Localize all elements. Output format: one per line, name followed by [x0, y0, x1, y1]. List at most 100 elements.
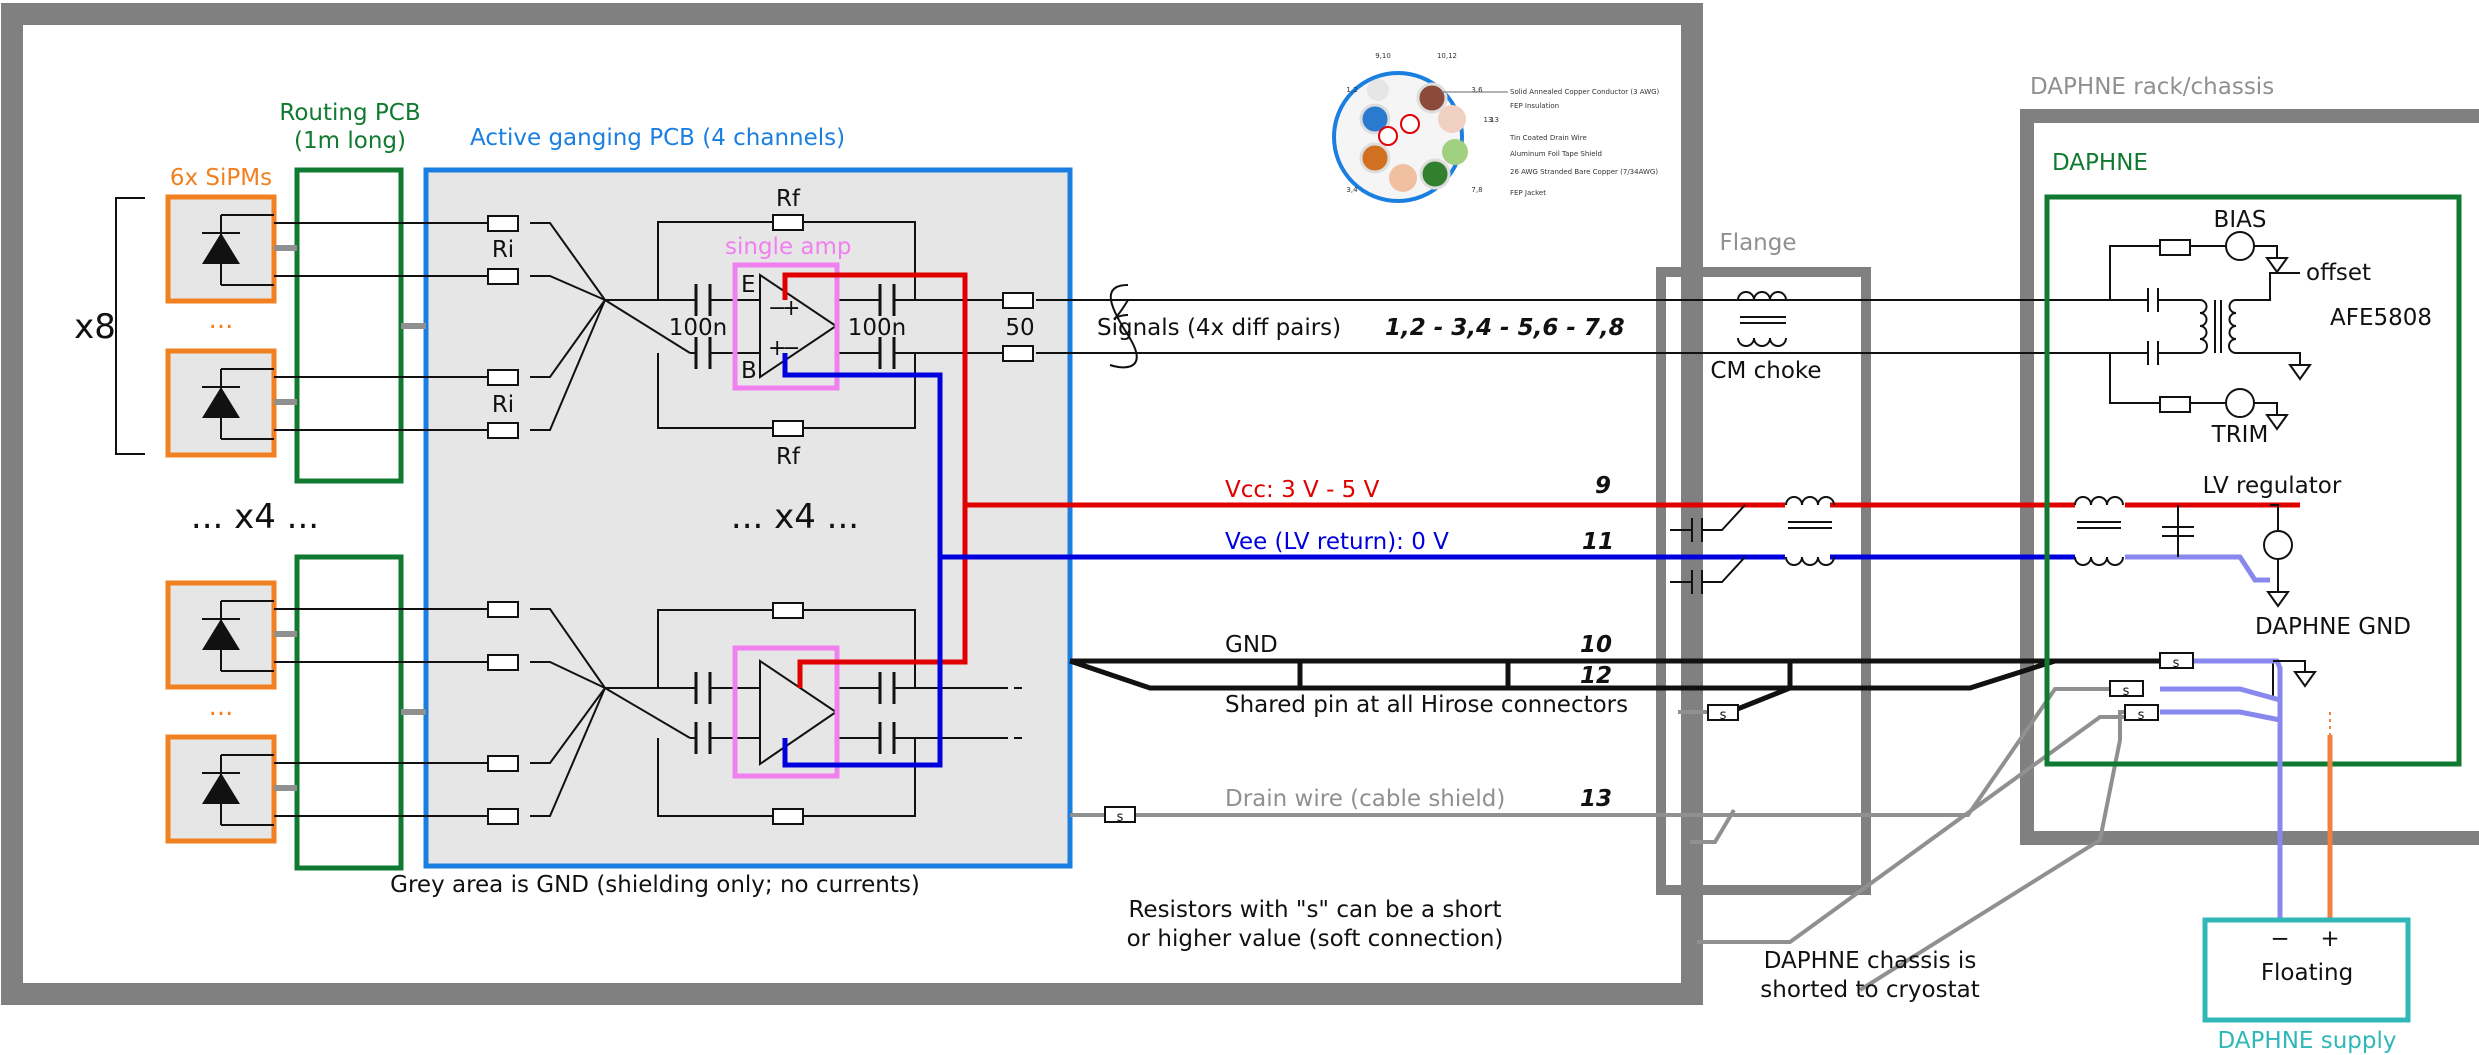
trim-label: TRIM — [2211, 422, 2269, 448]
sipm-group-top — [165, 167, 404, 484]
resistor-note-2: or higher value (soft connection) — [1127, 926, 1504, 952]
bottom-channel-resistors — [487, 601, 804, 825]
x8-bracket — [115, 197, 145, 455]
gnd-label: GND — [1225, 632, 1278, 658]
vee-rail — [782, 353, 2075, 768]
s-label: s — [1117, 810, 1124, 825]
amp-plus-2: + — [768, 336, 786, 361]
svg-text:13: 13 — [1490, 116, 1499, 124]
ri-bottom: Ri — [492, 392, 514, 418]
daphne-label: DAPHNE — [2052, 150, 2148, 176]
svg-text:FEP Insulation: FEP Insulation — [1510, 102, 1559, 110]
svg-text:3,4: 3,4 — [1346, 186, 1358, 194]
cm-choke-power — [1785, 496, 1835, 566]
vcc-pin: 9 — [1595, 473, 1611, 499]
cable-pin-labels: 9,10 10,12 1,2 3,6 13 3,4 7,8 — [1346, 52, 1492, 194]
top-channel-caps — [694, 284, 896, 369]
sipms-label: 6x SiPMs — [170, 165, 272, 191]
svg-text:1,2: 1,2 — [1346, 86, 1357, 94]
svg-text:3,6: 3,6 — [1471, 86, 1483, 94]
svg-text:Solid Annealed Copper Conducto: Solid Annealed Copper Conductor (3 AWG) — [1510, 88, 1660, 96]
ri-top: Ri — [492, 237, 514, 263]
grey-area-note: Grey area is GND (shielding only; no cur… — [390, 872, 920, 898]
daphne-gnd-fan — [2160, 658, 2283, 920]
lv-regulator-label: LV regulator — [2203, 473, 2342, 499]
lv-choke — [2074, 496, 2293, 608]
active-pcb-label: Active ganging PCB (4 channels) — [470, 125, 845, 151]
supply-lines — [2277, 700, 2333, 920]
s-label: s — [2123, 684, 2130, 699]
offset-label: offset — [2306, 260, 2371, 286]
cap-100n-in: 100n — [669, 315, 727, 341]
supply-minus: − — [2270, 926, 2289, 952]
svg-text:7,8: 7,8 — [1471, 186, 1482, 194]
bottom-channel-wiring — [274, 608, 1000, 817]
signal-pins: 1,2 - 3,4 - 5,6 - 7,8 — [1385, 315, 1625, 341]
rf-top: Rf — [776, 186, 801, 212]
bottom-channel-caps — [694, 672, 896, 754]
amp-minus: − — [768, 296, 786, 321]
daphne-supply-label: DAPHNE supply — [2217, 1028, 2396, 1054]
vcc-label: Vcc: 3 V - 5 V — [1225, 477, 1380, 503]
svg-text:10,12: 10,12 — [1437, 52, 1457, 60]
diode-icon — [202, 754, 274, 826]
svg-text:13: 13 — [1484, 116, 1493, 124]
rack-label: DAPHNE rack/chassis — [2030, 74, 2274, 100]
routing-pcb-len: (1m long) — [294, 128, 406, 154]
floating-label: Floating — [2261, 960, 2353, 986]
s-label: s — [2173, 656, 2180, 671]
flange-label: Flange — [1719, 230, 1796, 256]
res-50: 50 — [1005, 315, 1034, 341]
amp-e-label: E — [741, 272, 756, 298]
single-amp-box — [732, 262, 840, 391]
chassis-note-2: shorted to cryostat — [1760, 977, 1979, 1003]
dots-top: ... — [209, 305, 234, 335]
daphne-gnd-ground — [2273, 660, 2306, 672]
afe-label: AFE5808 — [2330, 305, 2432, 331]
cable-cross-section-icon — [1332, 71, 1468, 203]
single-amp-label: single amp — [725, 234, 852, 260]
routing-pcb-label: Routing PCB — [279, 100, 420, 126]
bottom-channel-dashes — [1000, 687, 1022, 739]
diode-icon — [202, 600, 274, 672]
routing-pcb-bottom — [294, 554, 404, 871]
top-channel-wiring — [274, 221, 1110, 431]
gnd-pin: 10 — [1580, 632, 1612, 658]
supply-plus: + — [2320, 926, 2339, 952]
drain-wire — [1070, 687, 2125, 992]
sipm-group-bottom — [165, 554, 404, 871]
svg-text:26 AWG Stranded Bare Copper (7: 26 AWG Stranded Bare Copper (7/34AWG) — [1510, 168, 1658, 176]
ground-icon — [2293, 671, 2317, 688]
daphne-frontend — [2109, 231, 2312, 431]
flange-caps — [1670, 504, 1746, 594]
bias-label: BIAS — [2214, 207, 2267, 233]
top-channel-resistors — [487, 214, 1034, 439]
gnd-pin-2: 12 — [1580, 663, 1612, 689]
drain-pin: 13 — [1580, 786, 1612, 812]
chassis-note-1: DAPHNE chassis is — [1764, 948, 1977, 974]
svg-text:Aluminum Foil Tape Shield: Aluminum Foil Tape Shield — [1510, 150, 1602, 158]
amplifier-top — [759, 273, 838, 379]
amp-b-label: B — [741, 358, 757, 384]
cm-choke-signal — [1737, 291, 1787, 347]
amp-plus: + — [782, 296, 800, 321]
diode-icon — [202, 214, 274, 286]
shared-pin-label: Shared pin at all Hirose connectors — [1225, 692, 1628, 718]
s-label: s — [1720, 708, 1727, 723]
signals-label: Signals (4x diff pairs) — [1097, 315, 1341, 341]
flange-box — [1656, 267, 1871, 895]
drain-label: Drain wire (cable shield) — [1225, 786, 1505, 812]
dots-bottom: ... — [209, 692, 234, 722]
svg-text:9,10: 9,10 — [1375, 52, 1391, 60]
rf-bottom: Rf — [776, 444, 801, 470]
x8-label: x8 — [74, 307, 116, 347]
cm-choke-label: CM choke — [1710, 358, 1821, 384]
svg-text:FEP Jacket: FEP Jacket — [1510, 189, 1546, 197]
x4-mid: ... x4 ... — [731, 497, 859, 537]
svg-text:Tin Coated Drain Wire: Tin Coated Drain Wire — [1509, 134, 1587, 142]
floating-supply-box — [2202, 917, 2411, 1023]
rack-frame — [2020, 109, 2479, 845]
daphne-box — [2044, 194, 2462, 767]
resistor-note-1: Resistors with "s" can be a short — [1128, 897, 1501, 923]
